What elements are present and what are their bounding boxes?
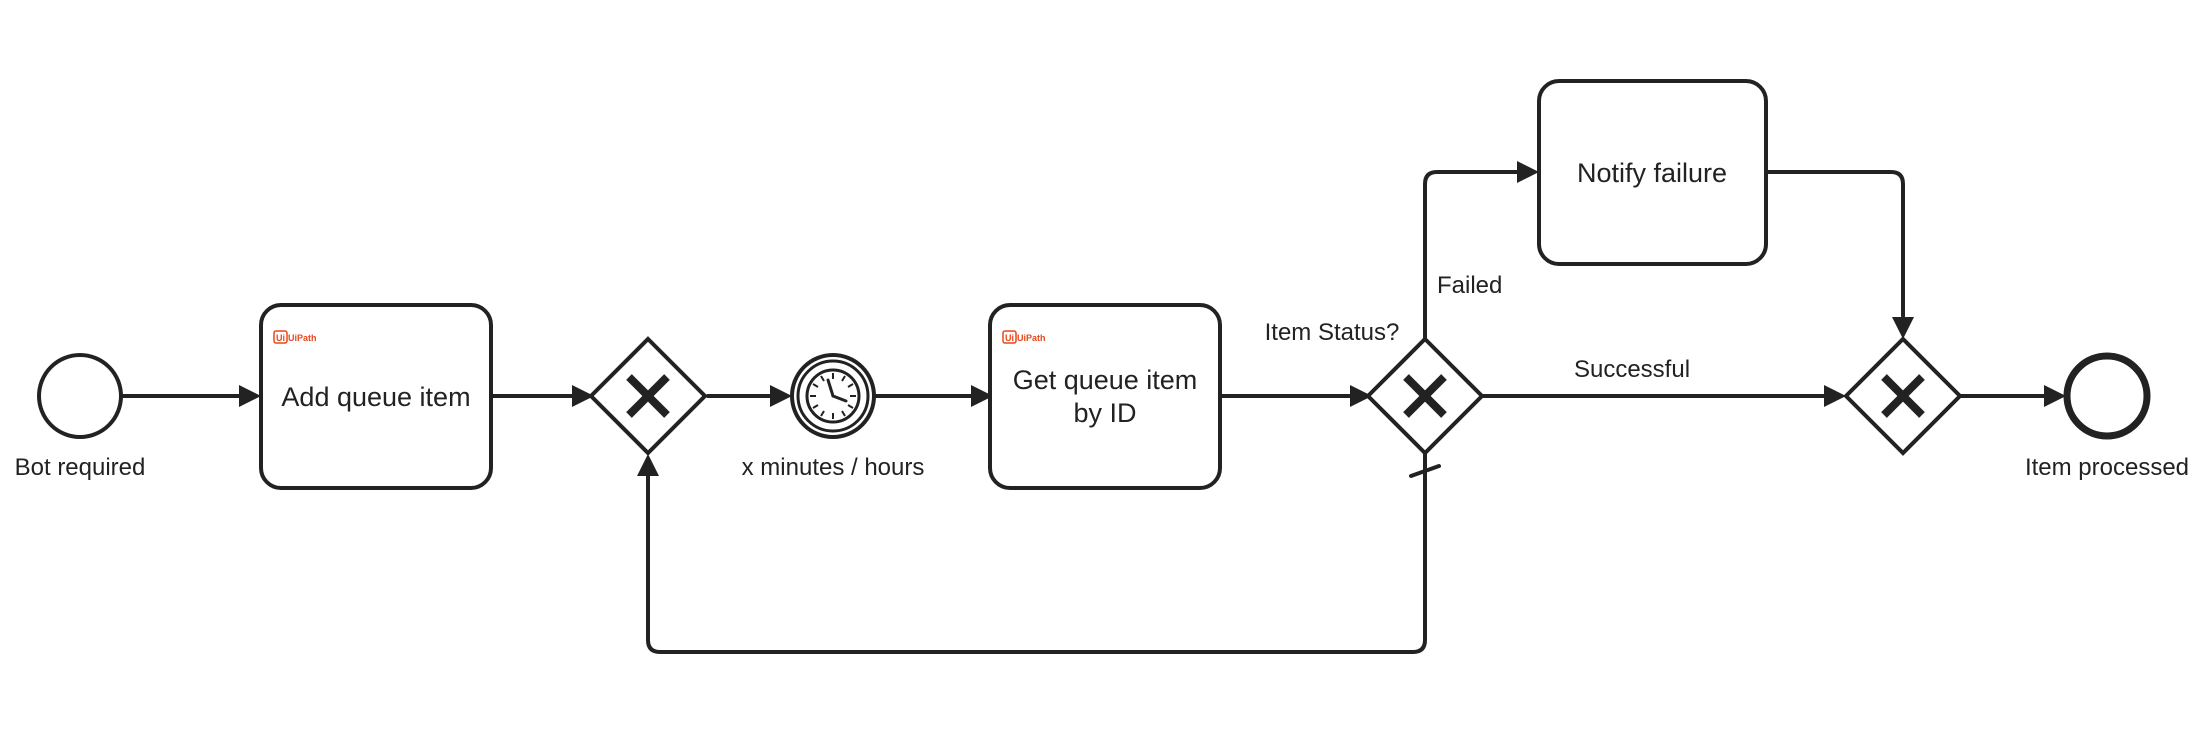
join-gateway[interactable] xyxy=(1843,336,1963,456)
timer-event[interactable]: x minutes / hours xyxy=(742,353,925,481)
task-label-line1: Get queue item xyxy=(1013,365,1198,395)
task-notify-failure[interactable]: Notify failure xyxy=(1537,79,1768,266)
task-box xyxy=(988,303,1222,490)
arrowhead xyxy=(971,385,993,407)
start-event-circle xyxy=(37,353,123,439)
task-label: Add queue item xyxy=(281,382,470,412)
end-event-circle xyxy=(2063,352,2151,440)
arrowhead xyxy=(1892,317,1914,339)
arrowhead xyxy=(239,385,261,407)
arrowheads xyxy=(239,161,2066,476)
svg-text:Ui: Ui xyxy=(1005,333,1014,343)
flow-failed xyxy=(1423,170,1523,341)
uipath-logo-icon: Ui UiPath xyxy=(1002,330,1046,344)
merge-gateway[interactable] xyxy=(588,336,708,456)
flow-notify-to-join-gateway xyxy=(1764,170,1905,318)
end-event[interactable]: Item processed xyxy=(2025,352,2189,481)
svg-text:Ui: Ui xyxy=(276,333,285,343)
flow-default-loop xyxy=(646,451,1427,654)
task-label: Notify failure xyxy=(1577,158,1727,188)
flow-label-failed: Failed xyxy=(1437,272,1502,299)
gateway-x-icon xyxy=(1403,374,1447,418)
timer-label: x minutes / hours xyxy=(742,454,925,481)
svg-text:UiPath: UiPath xyxy=(288,333,317,343)
task-get-queue-item[interactable]: Ui UiPath Get queue item by ID xyxy=(988,303,1222,490)
gateway-label: Item Status? xyxy=(1265,319,1400,346)
task-add-queue-item[interactable]: Ui UiPath Add queue item xyxy=(259,303,493,490)
gateway-x-icon xyxy=(626,374,670,418)
uipath-logo-icon: Ui UiPath xyxy=(273,330,317,344)
end-event-label: Item processed xyxy=(2025,454,2189,481)
arrowhead xyxy=(1517,161,1539,183)
gateway-x-icon xyxy=(1881,374,1925,418)
default-flow-marker xyxy=(1409,464,1441,478)
timer-inner-circle xyxy=(796,359,870,433)
start-event[interactable]: Bot required xyxy=(15,353,146,481)
item-status-gateway[interactable]: Item Status? xyxy=(1265,319,1485,456)
arrowhead xyxy=(1824,385,1846,407)
sequence-flows xyxy=(120,170,2049,654)
arrowhead xyxy=(637,454,659,476)
task-label-line2: by ID xyxy=(1073,398,1136,428)
arrowhead xyxy=(572,385,594,407)
arrowhead xyxy=(770,385,792,407)
task-box xyxy=(1537,79,1768,266)
svg-text:UiPath: UiPath xyxy=(1017,333,1046,343)
flow-label-successful: Successful xyxy=(1574,356,1690,383)
clock-icon xyxy=(805,368,861,424)
start-event-label: Bot required xyxy=(15,454,146,481)
arrowhead xyxy=(1350,385,1372,407)
task-box xyxy=(259,303,493,490)
arrowhead xyxy=(2044,385,2066,407)
